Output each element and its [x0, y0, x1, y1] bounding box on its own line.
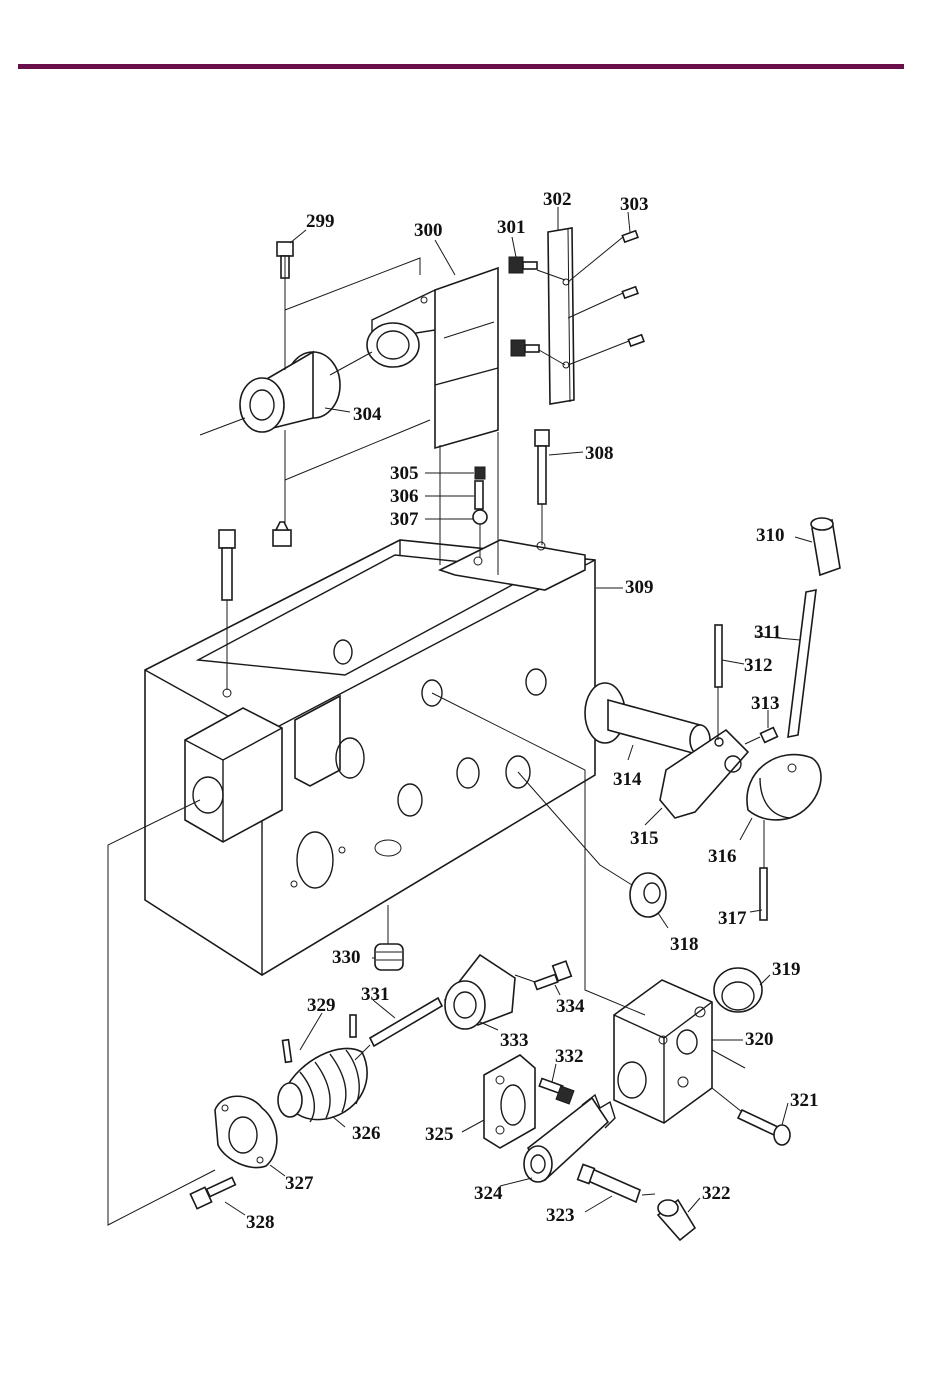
part-label-308: 308: [585, 443, 614, 464]
stud-309-left: [219, 530, 235, 600]
part-label-328: 328: [246, 1212, 275, 1233]
setscrew-313: [761, 728, 778, 743]
shaft-314: [585, 683, 710, 755]
part-label-323: 323: [546, 1205, 575, 1226]
housing-309: [145, 540, 595, 975]
part-label-309: 309: [625, 577, 654, 598]
bolt-321: [738, 1110, 790, 1145]
spring-pin-306: [473, 467, 487, 524]
part-label-306: 306: [390, 486, 419, 507]
block-320: [614, 980, 712, 1123]
part-label-310: 310: [756, 525, 785, 546]
part-label-325: 325: [425, 1124, 454, 1145]
part-label-313: 313: [751, 693, 780, 714]
part-label-315: 315: [630, 828, 659, 849]
lever-311: [788, 590, 816, 737]
part-label-333: 333: [500, 1030, 529, 1051]
flange-333: [445, 955, 515, 1029]
plug-318: [630, 873, 666, 917]
part-label-318: 318: [670, 934, 699, 955]
part-label-303: 303: [620, 194, 649, 215]
bracket-325: [484, 1055, 535, 1148]
hub-316: [747, 755, 821, 820]
screw-301: [509, 257, 539, 356]
part-label-334: 334: [556, 996, 585, 1017]
screw-334: [534, 961, 571, 989]
cover-319: [714, 968, 762, 1012]
shaft-331: [370, 998, 442, 1046]
pin-317: [760, 868, 767, 920]
part-label-316: 316: [708, 846, 737, 867]
part-label-326: 326: [352, 1123, 381, 1144]
sleeve-304: [240, 352, 340, 432]
knob-322: [658, 1200, 695, 1240]
part-label-331: 331: [361, 984, 390, 1005]
pin-312: [715, 625, 722, 687]
pinion-324: [524, 1095, 615, 1182]
nut-304-lower: [273, 522, 291, 546]
part-label-321: 321: [790, 1090, 819, 1111]
part-label-299: 299: [306, 211, 335, 232]
part-label-300: 300: [414, 220, 443, 241]
part-label-332: 332: [555, 1046, 584, 1067]
part-label-311: 311: [754, 622, 781, 643]
plug-330: [375, 944, 403, 970]
screw-308: [535, 430, 549, 504]
flange-327: [215, 1096, 277, 1167]
part-label-329: 329: [307, 995, 336, 1016]
part-label-304: 304: [353, 404, 382, 425]
part-label-305: 305: [390, 463, 419, 484]
part-label-320: 320: [745, 1029, 774, 1050]
part-label-327: 327: [285, 1173, 314, 1194]
part-label-317: 317: [718, 908, 747, 929]
part-label-307: 307: [390, 509, 419, 530]
screw-332: [539, 1078, 574, 1103]
part-label-324: 324: [474, 1183, 503, 1204]
part-label-330: 330: [332, 947, 361, 968]
part-label-322: 322: [702, 1183, 731, 1204]
rack-302: [548, 228, 574, 404]
part-label-301: 301: [497, 217, 526, 238]
shaft-323: [578, 1164, 640, 1202]
knob-310: [811, 518, 840, 575]
bracket-300: [367, 268, 498, 448]
setscrew-303: [622, 231, 644, 346]
part-label-314: 314: [613, 769, 642, 790]
part-label-302: 302: [543, 189, 572, 210]
part-label-319: 319: [772, 959, 801, 980]
part-label-312: 312: [744, 655, 773, 676]
